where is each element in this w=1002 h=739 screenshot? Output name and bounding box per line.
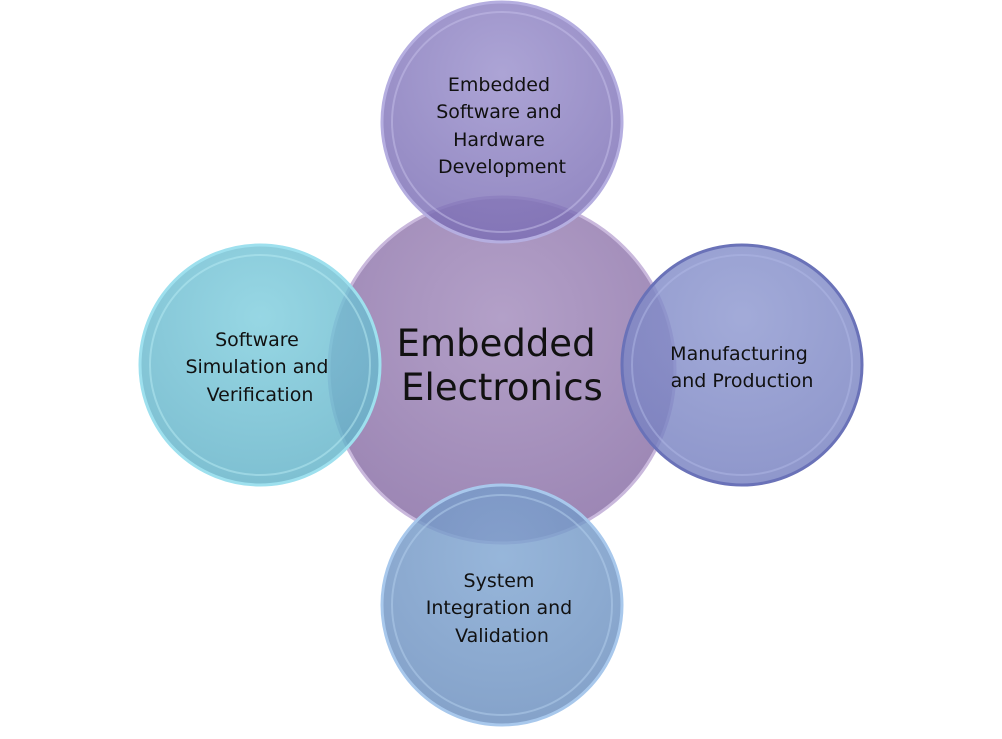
node-bottom: [380, 483, 624, 727]
node-left: [138, 243, 382, 487]
node-top: [380, 0, 624, 244]
node-right-label: Manufacturing and Production: [670, 343, 814, 392]
node-left-label: Software Simulation and Verification: [185, 329, 334, 406]
node-top-label: Embedded Software and Hardware Developme…: [436, 74, 568, 178]
node-bottom-label: System Integration and Validation: [426, 570, 579, 647]
node-right: [620, 243, 864, 487]
center-label: Embedded Electronics: [397, 322, 608, 409]
